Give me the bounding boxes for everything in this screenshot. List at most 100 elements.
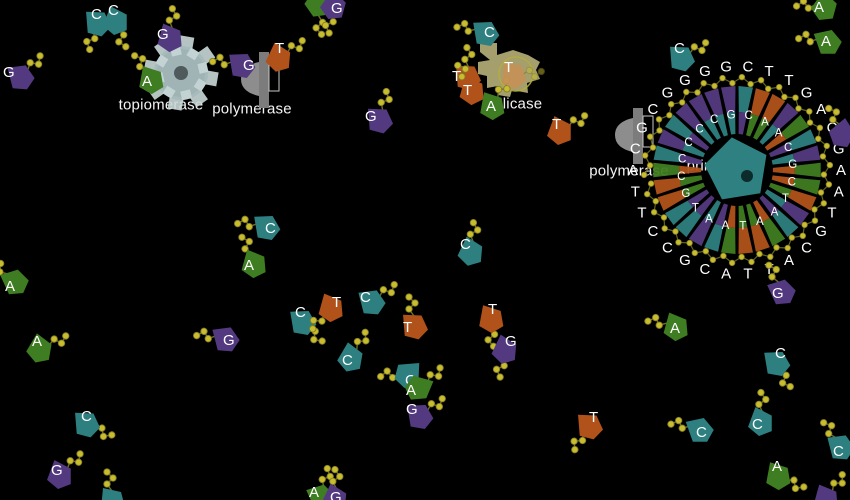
ring-segment-outer[interactable]: [688, 93, 712, 122]
ring-segment-outer[interactable]: [653, 177, 682, 195]
nucleotide-G[interactable]: [813, 103, 850, 163]
ring-segment-inner[interactable]: [769, 142, 792, 158]
ring-segment-inner[interactable]: [695, 195, 715, 216]
nucleotide-G[interactable]: G: [0, 46, 50, 106]
nucleotide-G[interactable]: G: [475, 319, 535, 381]
nucleotide-C[interactable]: C: [321, 327, 381, 387]
nucleotide-A[interactable]: A: [792, 0, 850, 36]
nucleotide-A[interactable]: A: [390, 358, 450, 418]
nucleotide-G[interactable]: G: [209, 34, 271, 94]
nucleotide-C[interactable]: C: [341, 271, 401, 331]
ring-segment-inner[interactable]: [772, 165, 795, 175]
ring-segment-inner[interactable]: [759, 195, 779, 216]
ring-segment-outer[interactable]: [665, 200, 693, 226]
nucleotide-G[interactable]: G: [304, 0, 364, 37]
ring-segment-inner[interactable]: [746, 203, 759, 227]
nucleotide-C[interactable]: C: [234, 196, 296, 256]
nucleotide-C[interactable]: [82, 468, 142, 500]
ring-segment-inner[interactable]: [769, 182, 792, 198]
nucleotide-A[interactable]: A: [644, 296, 706, 356]
nucleotide-C[interactable]: C: [731, 388, 791, 451]
ring-segment-outer[interactable]: [675, 102, 702, 130]
ring-segment-outer[interactable]: [738, 227, 754, 254]
nucleotide-G[interactable]: G: [751, 261, 811, 321]
nucleotide-C[interactable]: C: [67, 0, 127, 54]
nucleotide-A[interactable]: A: [224, 233, 284, 293]
nucleotide-T[interactable]: T: [442, 60, 502, 120]
ring-segment-outer[interactable]: [781, 200, 809, 226]
nucleotide-A[interactable]: A: [121, 49, 181, 109]
ring-segment-outer[interactable]: [665, 114, 693, 140]
ring-segment-outer[interactable]: [781, 114, 809, 140]
ring-segment-outer[interactable]: [788, 189, 817, 211]
polymerase-enzyme-2[interactable]: [613, 108, 663, 172]
ring-segment-outer[interactable]: [738, 86, 754, 113]
ring-segment-inner[interactable]: [726, 112, 736, 135]
nucleotide-C[interactable]: C: [651, 27, 711, 87]
ring-segment-inner[interactable]: [764, 189, 787, 208]
ring-segment-outer[interactable]: [788, 129, 817, 151]
ring-segment-outer[interactable]: [762, 218, 786, 247]
ring-segment-outer[interactable]: [762, 93, 786, 122]
ring-segment-inner[interactable]: [738, 112, 748, 135]
nucleotide-G[interactable]: G: [349, 87, 409, 149]
nucleotide-T[interactable]: T: [384, 293, 444, 355]
ring-segment-outer[interactable]: [792, 177, 821, 195]
ring-segment-inner[interactable]: [704, 117, 721, 140]
ring-segment-inner[interactable]: [679, 175, 703, 187]
ring-segment-outer[interactable]: [794, 162, 821, 178]
ring-segment-inner[interactable]: [687, 132, 710, 151]
ring-segment-inner[interactable]: [715, 203, 728, 227]
ring-segment-inner[interactable]: [738, 205, 748, 229]
ring-segment-outer[interactable]: [675, 210, 702, 238]
ring-segment-inner[interactable]: [753, 200, 770, 223]
nucleotide-A[interactable]: A: [795, 11, 850, 71]
nucleotide-A[interactable]: A: [748, 445, 808, 500]
ring-segment-inner[interactable]: [682, 142, 705, 158]
nucleotide-G[interactable]: G: [30, 444, 90, 500]
ring-segment-inner[interactable]: [771, 175, 795, 187]
ring-segment-outer[interactable]: [688, 218, 712, 247]
ring-segment-inner[interactable]: [704, 200, 721, 223]
nucleotide-G[interactable]: G: [305, 465, 365, 500]
ring-segment-inner[interactable]: [679, 153, 703, 165]
ring-segment-inner[interactable]: [682, 182, 705, 198]
ring-segment-outer[interactable]: [657, 129, 686, 151]
ring-segment-inner[interactable]: [746, 113, 759, 137]
ring-segment-outer[interactable]: [653, 162, 680, 178]
ring-segment-outer[interactable]: [792, 145, 821, 163]
nucleotide-C[interactable]: C: [810, 416, 850, 476]
ring-segment-outer[interactable]: [750, 88, 770, 117]
ring-segment-inner[interactable]: [759, 124, 779, 145]
ring-segment-inner[interactable]: [687, 189, 710, 208]
nucleotide-G[interactable]: G: [193, 308, 255, 368]
nucleotide-C[interactable]: C: [86, 0, 146, 51]
ring-segment-inner[interactable]: [764, 132, 787, 151]
ring-segment-outer[interactable]: [721, 227, 736, 254]
nucleotide-T[interactable]: T: [249, 27, 309, 87]
nucleotide-C[interactable]: C: [453, 2, 515, 62]
nucleotide-C[interactable]: C: [667, 399, 729, 459]
ring-segment-inner[interactable]: [715, 113, 728, 137]
nucleotide-G[interactable]: [796, 468, 850, 500]
nucleotide-C[interactable]: C: [56, 393, 116, 453]
ring-segment-outer[interactable]: [704, 88, 724, 117]
ring-segment-outer[interactable]: [750, 223, 770, 252]
primase-enzyme[interactable]: [704, 137, 767, 200]
nucleotide-A[interactable]: A: [10, 318, 70, 378]
nucleotide-T[interactable]: T: [559, 395, 619, 455]
nucleotide-G[interactable]: G: [140, 5, 200, 67]
nucleotide-A[interactable]: A: [0, 251, 44, 311]
ring-segment-inner[interactable]: [695, 124, 715, 145]
nucleotide-C[interactable]: C: [441, 219, 501, 281]
ring-segment-outer[interactable]: [704, 223, 724, 252]
nucleotide-C[interactable]: C: [746, 332, 806, 392]
ring-segment-inner[interactable]: [679, 165, 702, 175]
nucleotide-T[interactable]: T: [483, 44, 545, 104]
ring-segment-outer[interactable]: [772, 210, 799, 238]
ring-segment-inner[interactable]: [753, 117, 770, 140]
ring-segment-inner[interactable]: [771, 153, 795, 165]
ring-segment-outer[interactable]: [657, 189, 686, 211]
ring-segment-outer[interactable]: [772, 102, 799, 130]
ring-segment-outer[interactable]: [721, 86, 736, 113]
